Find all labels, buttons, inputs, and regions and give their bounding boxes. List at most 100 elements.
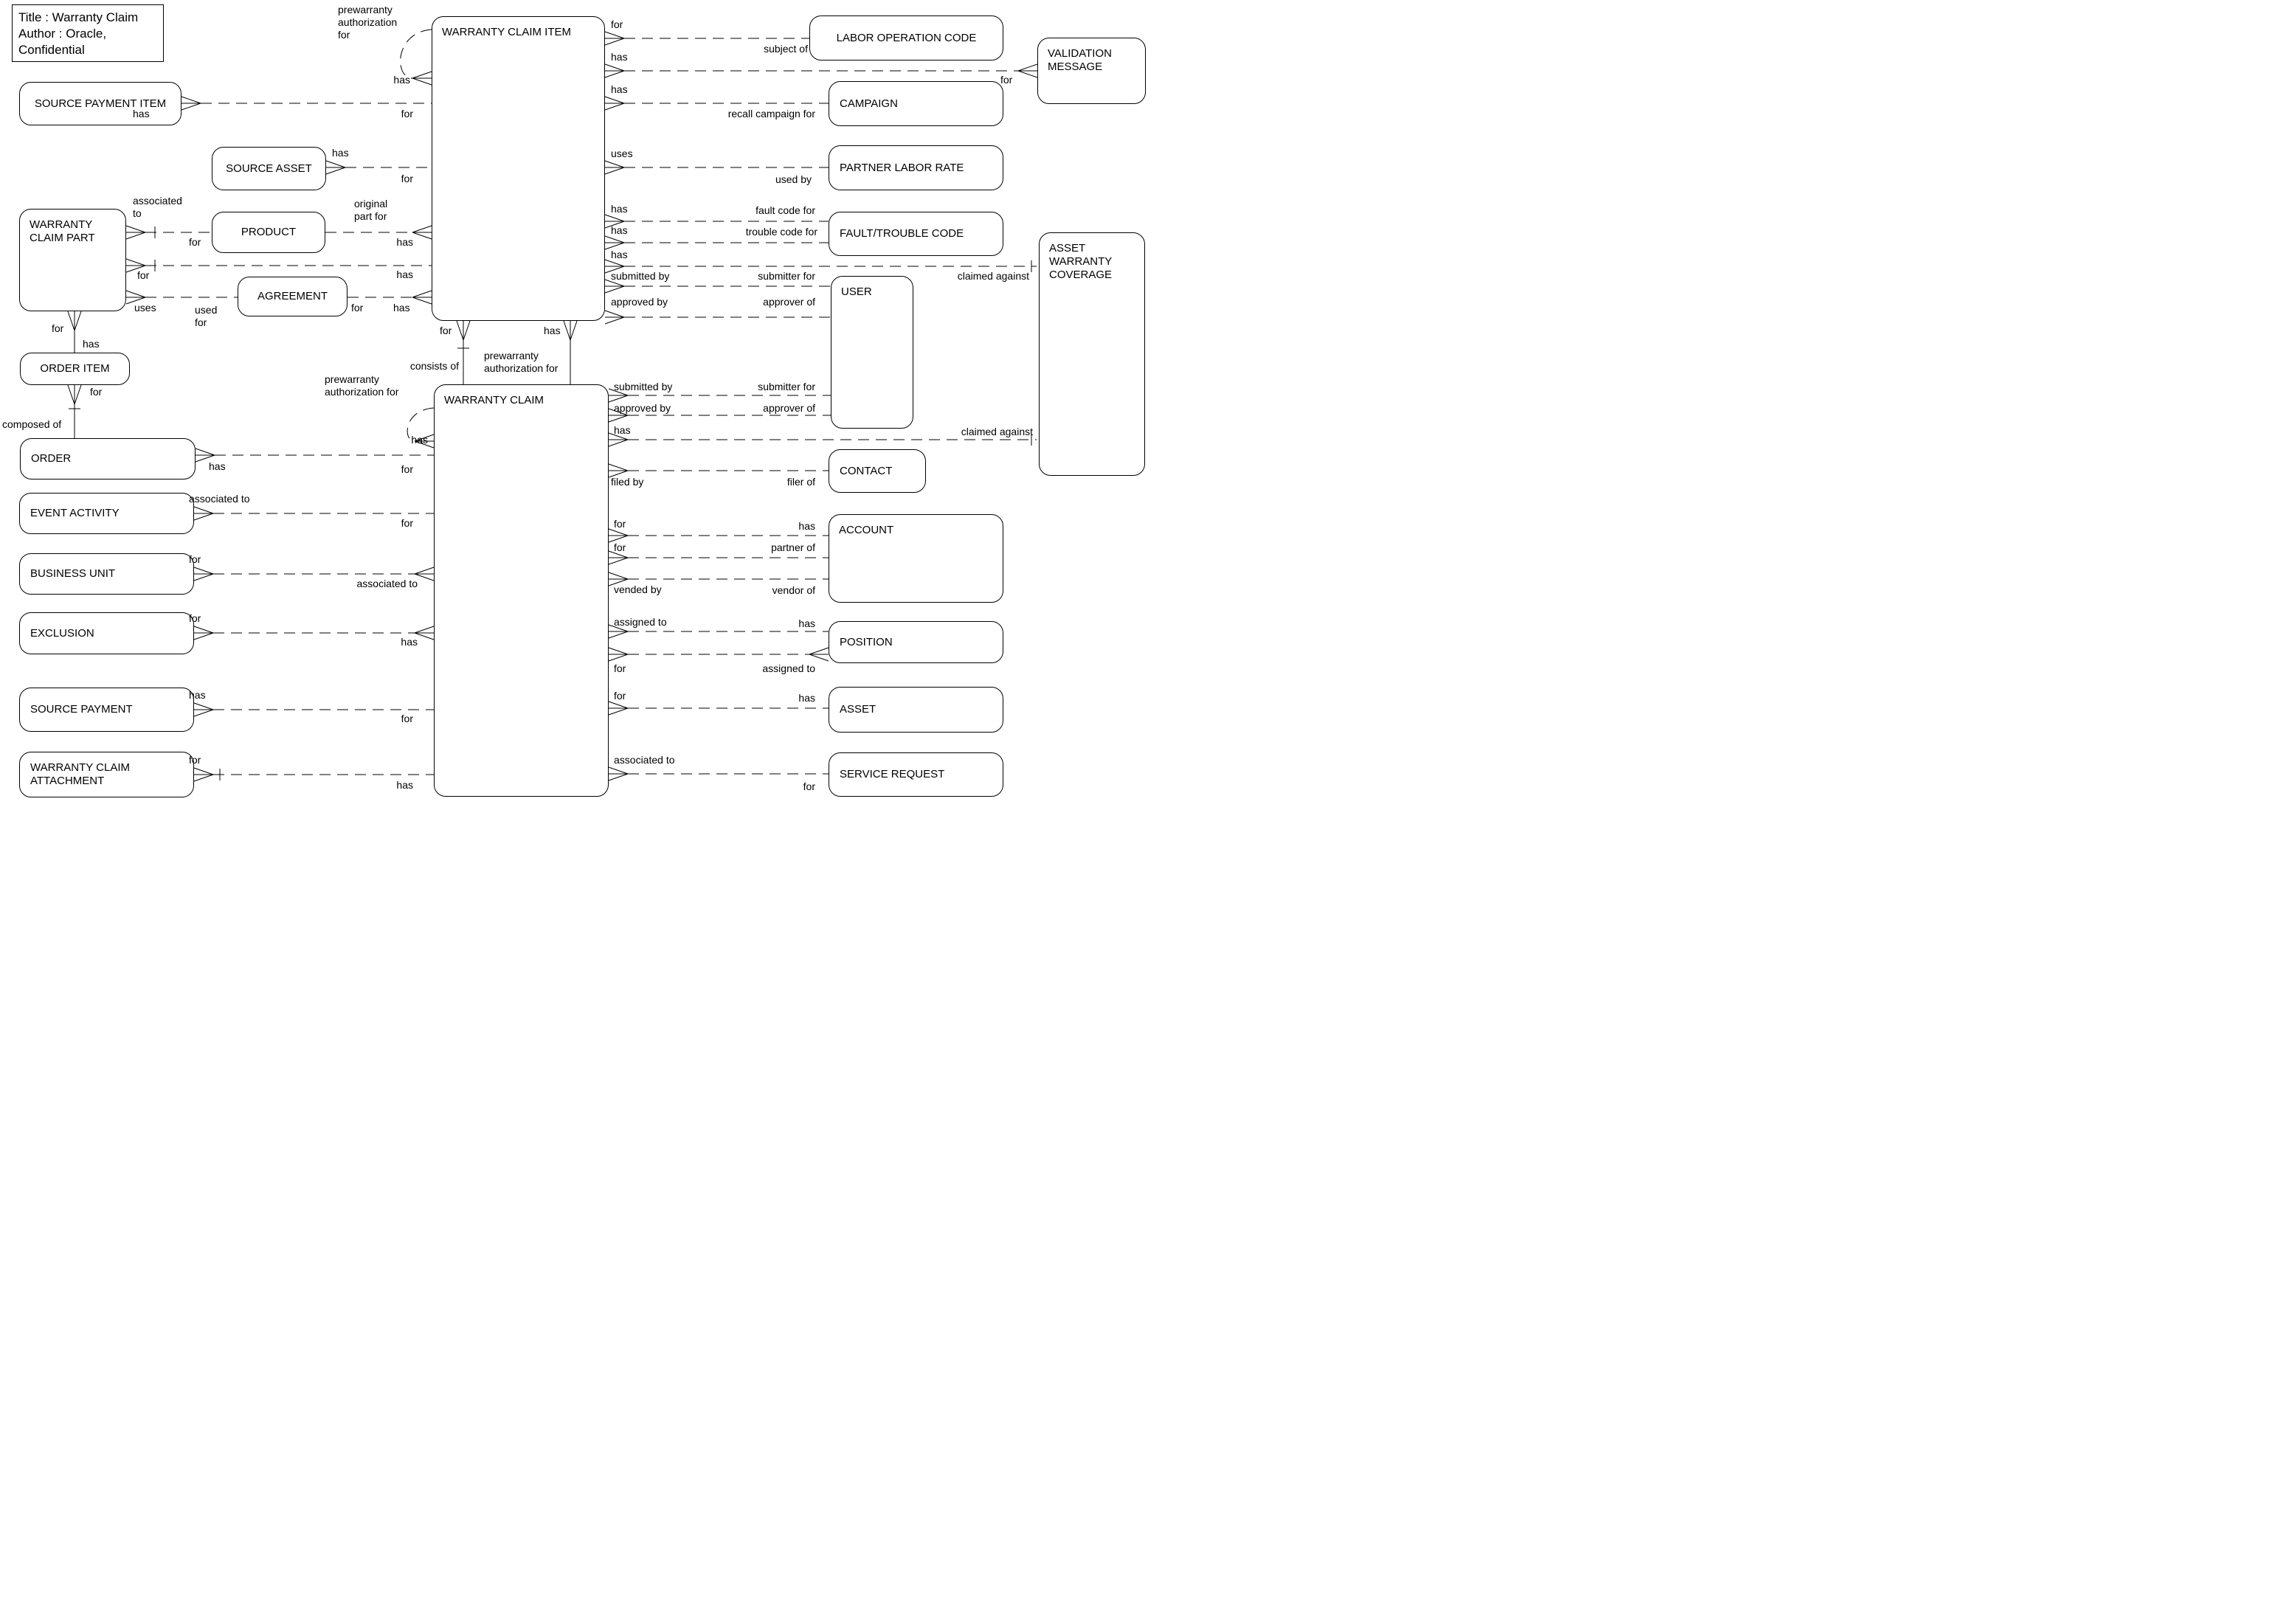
entity-event-activity[interactable]: EVENT ACTIVITY — [19, 493, 194, 534]
relationship-label: has — [611, 249, 628, 260]
crow-foot — [608, 557, 629, 565]
relationship-label: for — [611, 18, 623, 30]
relationship-label: for — [90, 386, 103, 398]
entity-labor-operation-code[interactable]: LABOR OPERATION CODE — [809, 15, 1003, 60]
relationship-label: has — [393, 302, 410, 314]
entity-label: WARRANTY CLAIM — [444, 394, 544, 406]
relationship-label: assigned to — [614, 616, 667, 628]
crow-foot — [809, 654, 829, 662]
crow-foot — [412, 225, 432, 233]
crow-foot — [1017, 70, 1038, 78]
relationship-label: associated to — [189, 493, 250, 505]
crow-foot — [193, 702, 214, 710]
crow-foot — [67, 311, 75, 331]
crow-foot — [125, 297, 146, 305]
relationship-label: has — [611, 203, 628, 215]
crow-foot — [193, 567, 214, 575]
entity-product[interactable]: PRODUCT — [212, 212, 325, 253]
relationship-label: approved by — [614, 402, 671, 414]
entity-user[interactable]: USER — [831, 276, 913, 429]
crow-foot — [195, 454, 215, 463]
relationship-label: has — [133, 108, 150, 120]
relationship-label: authorization for — [325, 386, 399, 398]
relationship-label: approver of — [763, 402, 815, 414]
crow-foot — [604, 316, 625, 325]
entity-label: ACCOUNT — [839, 524, 894, 536]
crow-foot — [195, 448, 215, 456]
entity-service-request[interactable]: SERVICE REQUEST — [829, 752, 1003, 797]
relationship-label: authorization — [338, 16, 398, 28]
entity-fault-trouble-code[interactable]: FAULT/TROUBLE CODE — [829, 212, 1003, 256]
entity-label: ORDER — [31, 452, 72, 465]
entity-label: SOURCE PAYMENT — [30, 703, 133, 716]
entity-source-payment-item[interactable]: SOURCE PAYMENT ITEM — [19, 82, 181, 125]
crow-foot — [604, 266, 625, 274]
crow-foot — [125, 258, 146, 266]
relationship-label: for — [338, 29, 350, 41]
entity-position[interactable]: POSITION — [829, 621, 1003, 663]
relationship-label: claimed against — [957, 270, 1029, 282]
relationship-label: for — [614, 518, 626, 530]
relationship-label: for — [1000, 74, 1013, 86]
relationship-label: has — [332, 147, 349, 159]
crow-foot — [604, 242, 625, 250]
relationship-label: has — [614, 424, 631, 436]
relationship-label: consists of — [409, 360, 459, 372]
crow-foot — [412, 232, 432, 240]
relationship-label: submitted by — [614, 381, 673, 392]
relationship-label: partner of — [771, 541, 815, 553]
entity-label: ASSET — [840, 703, 876, 716]
diagram-title-box: Title : Warranty Claim Author : Oracle, … — [12, 4, 164, 62]
crow-foot — [604, 221, 625, 229]
entity-account[interactable]: ACCOUNT — [829, 514, 1003, 603]
entity-warranty-claim-item[interactable]: WARRANTY CLAIM ITEM — [432, 16, 605, 321]
relationship-label: submitter for — [758, 381, 815, 392]
entity-asset[interactable]: ASSET — [829, 687, 1003, 733]
crow-foot — [181, 103, 201, 111]
crow-foot — [608, 624, 629, 632]
relationship-label: for — [137, 269, 150, 281]
entity-order[interactable]: ORDER — [20, 438, 196, 479]
entity-source-payment[interactable]: SOURCE PAYMENT — [19, 688, 194, 732]
entity-agreement[interactable]: AGREEMENT — [238, 277, 347, 316]
relationship-label: has — [209, 460, 226, 472]
crow-foot — [325, 167, 346, 175]
crow-foot — [608, 707, 629, 716]
entity-contact[interactable]: CONTACT — [829, 449, 926, 493]
crow-foot — [608, 439, 629, 447]
relationship-label: claimed against — [961, 426, 1033, 437]
relationship-label: to — [133, 207, 142, 219]
entity-order-item[interactable]: ORDER ITEM — [20, 353, 130, 385]
entity-business-unit[interactable]: BUSINESS UNIT — [19, 553, 194, 595]
entity-exclusion[interactable]: EXCLUSION — [19, 612, 194, 654]
diagram-title: Title : Warranty Claim — [18, 10, 139, 24]
relationship-label: used — [195, 304, 218, 316]
entity-source-asset[interactable]: SOURCE ASSET — [212, 147, 326, 190]
entity-label: AGREEMENT — [257, 290, 328, 302]
relationship-label: for — [189, 236, 201, 248]
entity-partner-labor-rate[interactable]: PARTNER LABOR RATE — [829, 145, 1003, 190]
crow-foot — [1017, 63, 1038, 72]
entity-campaign[interactable]: CAMPAIGN — [829, 81, 1003, 126]
relationship-label: for — [401, 517, 413, 529]
crow-foot — [809, 647, 829, 655]
crow-foot — [193, 573, 214, 581]
crow-foot — [604, 235, 625, 243]
relationship-label: submitted by — [611, 270, 670, 282]
entity-warranty-claim[interactable]: WARRANTY CLAIM — [434, 384, 609, 797]
entity-label: SERVICE REQUEST — [840, 768, 945, 780]
crow-foot — [604, 103, 625, 111]
crow-foot — [563, 320, 571, 341]
relationship-label: for — [440, 325, 452, 336]
crow-foot — [608, 395, 629, 403]
entity-label: USER — [841, 285, 872, 298]
relationship-label: has — [396, 779, 413, 791]
crow-foot — [608, 463, 629, 471]
relationship-label: has — [544, 325, 561, 336]
relationship-label: for — [401, 713, 413, 724]
crow-foot — [608, 528, 629, 536]
